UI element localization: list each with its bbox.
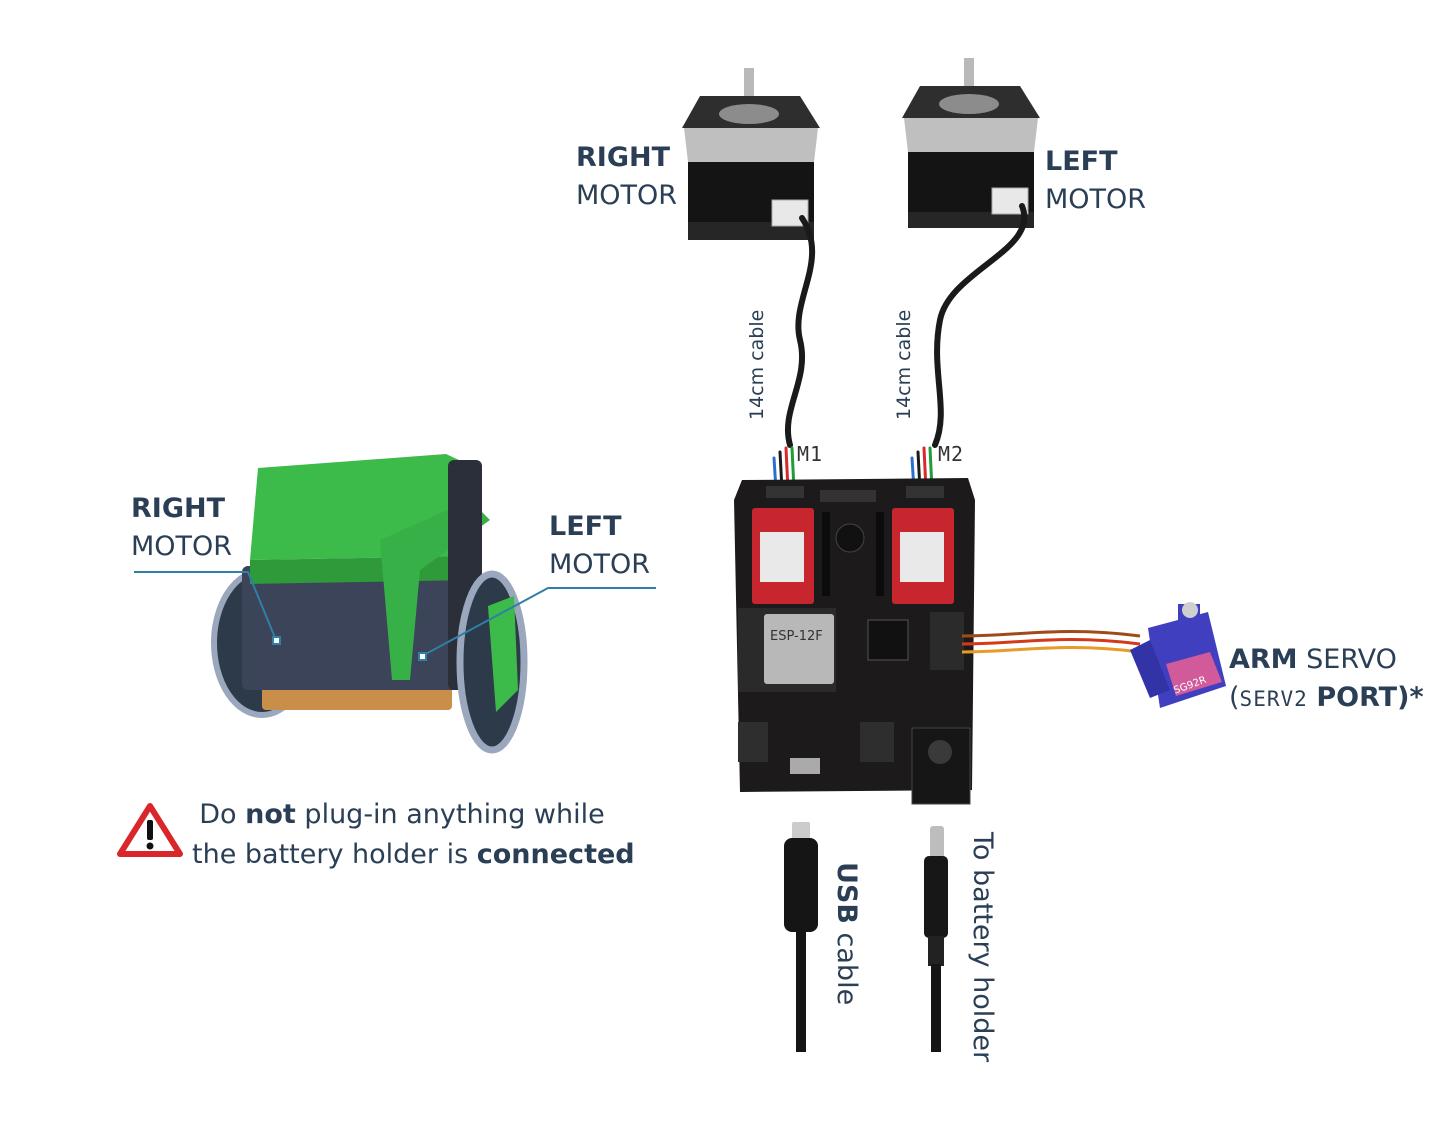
left-cable-length: 14cm cable (893, 309, 915, 420)
servo-port-open: ( (1229, 682, 1240, 713)
arm-servo-bold: ARM (1229, 644, 1298, 675)
power-cable (924, 826, 948, 1052)
port-m2-label: M2 (938, 442, 965, 466)
usb-cable-normal: cable (831, 932, 862, 1006)
usb-cable-bold: USB (831, 862, 862, 924)
top-right-motor-bold: RIGHT (576, 142, 671, 173)
top-left-motor-label: LEFT MOTOR (1045, 143, 1146, 219)
left-stepper-motor (902, 58, 1040, 228)
servo-port-bold: PORT (1316, 682, 1398, 713)
robot-left-motor-normal: MOTOR (549, 549, 651, 580)
robot-label-lines (134, 571, 656, 661)
usb-cable (784, 822, 818, 1052)
warning-icon (117, 803, 183, 857)
robot-render (211, 454, 528, 754)
warning-line1-c: plug-in anything while (295, 799, 605, 830)
warning-line2-bold: connected (476, 839, 635, 870)
top-left-motor-normal: MOTOR (1045, 184, 1147, 215)
arm-servo-normal: SERVO (1306, 644, 1397, 675)
usb-cable-label: USB cable (831, 862, 862, 1005)
robot-right-motor-label: RIGHT MOTOR (131, 490, 232, 566)
top-right-motor-label: RIGHT MOTOR (576, 139, 677, 215)
warning-line-1: Do not plug-in anything while (192, 795, 612, 835)
servo-cable (961, 630, 1141, 654)
top-left-motor-bold: LEFT (1045, 146, 1118, 177)
robot-left-motor-bold: LEFT (549, 511, 622, 542)
right-cable-length: 14cm cable (746, 309, 768, 420)
right-stepper-motor (682, 68, 820, 240)
controller-board (734, 478, 975, 805)
warning-line2-a: the battery holder is (192, 839, 477, 870)
top-right-motor-normal: MOTOR (576, 180, 678, 211)
esp-chip-label: ESP-12F (770, 629, 823, 644)
servo-port-close: )* (1397, 682, 1424, 713)
arm-servo-label: ARM SERVO (SERV2 PORT)* (1229, 641, 1424, 718)
battery-holder-label: To battery holder (967, 832, 998, 1063)
left-motor-cable (910, 203, 1028, 492)
warning-line1-a: Do (199, 799, 246, 830)
servo-port-name: SERV2 (1239, 687, 1308, 711)
robot-left-motor-label: LEFT MOTOR (549, 508, 650, 584)
robot-right-motor-bold: RIGHT (131, 493, 226, 524)
warning-line-2: the battery holder is connected (192, 835, 635, 875)
warning-message: Do not plug-in anything while the batter… (192, 795, 635, 875)
port-m1-label: M1 (797, 442, 824, 466)
robot-right-motor-normal: MOTOR (131, 531, 233, 562)
warning-line1-bold: not (245, 799, 296, 830)
arm-servo (1130, 602, 1226, 708)
